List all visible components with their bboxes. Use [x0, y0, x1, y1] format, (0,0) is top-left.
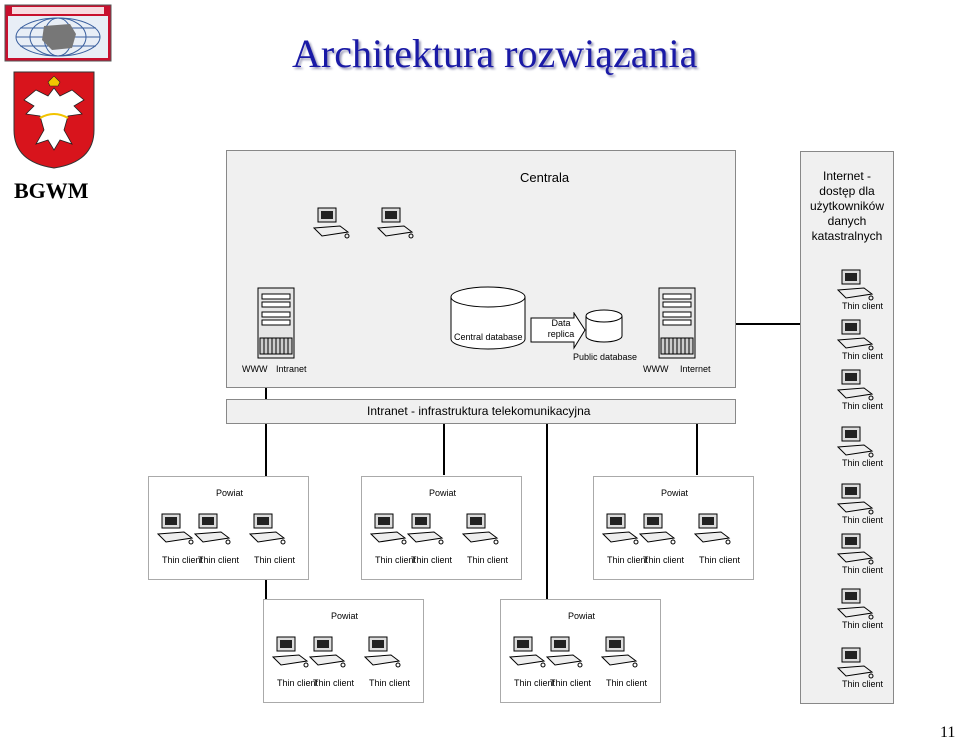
- public-database-icon: [584, 308, 624, 344]
- central-database-icon: [449, 285, 529, 351]
- thin-client-icon: [693, 512, 733, 546]
- thin-client-label: Thin client: [842, 620, 884, 630]
- thin-client-icon: [308, 635, 348, 669]
- thin-client-icon: [369, 512, 409, 546]
- powiat-title: Powiat: [661, 488, 689, 498]
- thin-client-icon: [836, 532, 876, 566]
- intranet-bar-label: Intranet - infrastruktura telekomunikacy…: [367, 404, 591, 418]
- thin-client-label: Thin client: [842, 565, 884, 575]
- public-database-label: Public database: [573, 352, 638, 362]
- thin-client-icon: [156, 512, 196, 546]
- map-logo: [4, 4, 112, 62]
- thin-client-label: Thin client: [277, 678, 319, 688]
- powiat-title: Powiat: [331, 611, 359, 621]
- workstation-icon: [376, 206, 416, 240]
- thin-client-label: Thin client: [842, 515, 884, 525]
- thin-client-icon: [406, 512, 446, 546]
- thin-client-label: Thin client: [699, 555, 741, 565]
- thin-client-icon: [836, 425, 876, 459]
- workstation-icon: [312, 206, 352, 240]
- thin-client-label: Thin client: [162, 555, 204, 565]
- thin-client-label: Thin client: [369, 678, 411, 688]
- thin-client-label: Thin client: [607, 555, 649, 565]
- data-replica-label: Data replica: [547, 318, 575, 339]
- server-left-label-www: WWW: [242, 364, 268, 374]
- thin-client-label: Thin client: [313, 678, 355, 688]
- thin-client-label: Thin client: [643, 555, 685, 565]
- powiat-title: Powiat: [568, 611, 596, 621]
- thin-client-icon: [601, 512, 641, 546]
- thin-client-icon: [461, 512, 501, 546]
- thin-client-icon: [836, 368, 876, 402]
- thin-client-label: Thin client: [467, 555, 509, 565]
- slide-title: Architektura rozwiązania: [292, 31, 698, 76]
- thin-client-icon: [836, 646, 876, 680]
- thin-client-icon: [836, 268, 876, 302]
- powiat-title: Powiat: [429, 488, 457, 498]
- thin-client-icon: [545, 635, 585, 669]
- thin-client-label: Thin client: [842, 301, 884, 311]
- thin-client-label: Thin client: [550, 678, 592, 688]
- thin-client-label: Thin client: [606, 678, 648, 688]
- thin-client-icon: [248, 512, 288, 546]
- thin-client-label: Thin client: [375, 555, 417, 565]
- powiat-box: [361, 476, 522, 580]
- thin-client-icon: [508, 635, 548, 669]
- thin-client-icon: [836, 587, 876, 621]
- thin-client-icon: [193, 512, 233, 546]
- thin-client-label: Thin client: [842, 679, 884, 689]
- central-database-label: Central database: [454, 332, 523, 342]
- thin-client-icon: [836, 482, 876, 516]
- thin-client-icon: [363, 635, 403, 669]
- powiat-title: Powiat: [216, 488, 244, 498]
- thin-client-icon: [836, 318, 876, 352]
- coat-of-arms-logo: [12, 70, 96, 170]
- thin-client-label: Thin client: [254, 555, 296, 565]
- server-icon: [655, 286, 703, 362]
- server-left-label-intranet: Intranet: [276, 364, 307, 374]
- server-icon: [254, 286, 302, 362]
- thin-client-label: Thin client: [842, 458, 884, 468]
- thin-client-label: Thin client: [842, 401, 884, 411]
- intranet-bar: [226, 399, 736, 424]
- brand-label: BGWM: [14, 178, 89, 203]
- thin-client-label: Thin client: [842, 351, 884, 361]
- server-right-label-internet: Internet: [680, 364, 711, 374]
- data-replica-arrow: [530, 311, 586, 352]
- thin-client-label: Thin client: [198, 555, 240, 565]
- thin-client-icon: [271, 635, 311, 669]
- thin-client-label: Thin client: [411, 555, 453, 565]
- thin-client-icon: [600, 635, 640, 669]
- thin-client-icon: [638, 512, 678, 546]
- page-number: 11: [940, 724, 956, 741]
- server-right-label-www: WWW: [643, 364, 669, 374]
- internet-panel-title: Internet - dostęp dla użytkowników danyc…: [809, 169, 885, 243]
- thin-client-label: Thin client: [514, 678, 556, 688]
- centrala-title: Centrala: [520, 170, 570, 185]
